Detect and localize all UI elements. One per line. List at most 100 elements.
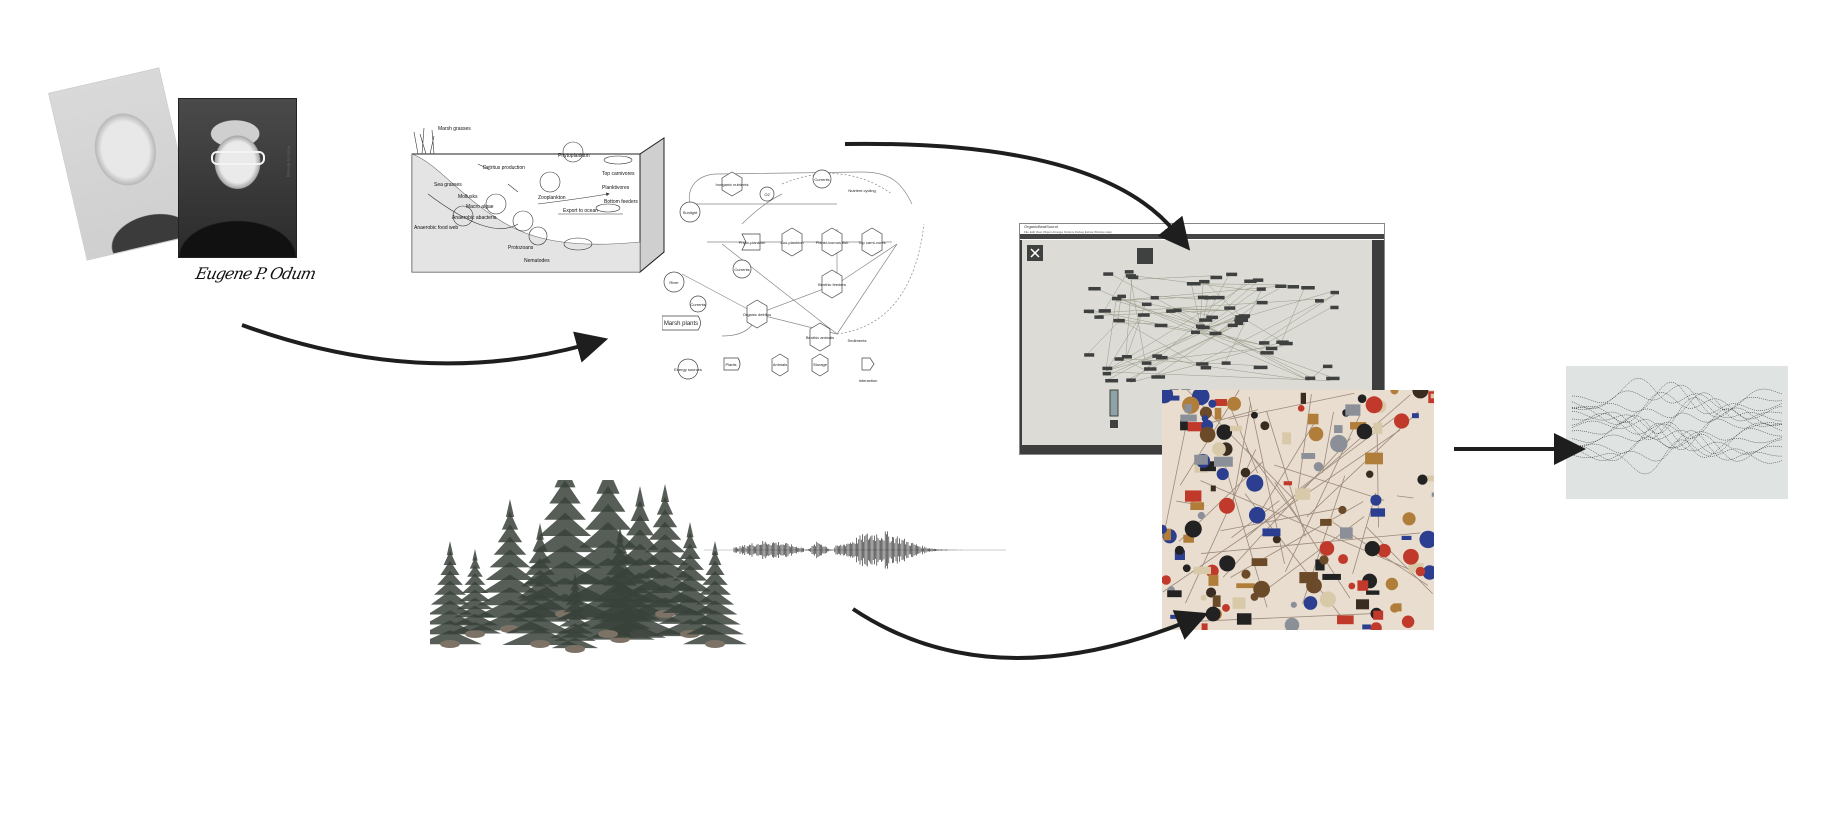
annotation: Sediments (848, 338, 867, 343)
component (1415, 566, 1426, 577)
tree-branch (464, 573, 486, 585)
circuit-board-photo (1162, 390, 1434, 630)
trace (1296, 393, 1312, 497)
patch-object (1186, 281, 1201, 286)
menu-item[interactable]: Object (1043, 230, 1052, 234)
wave-line (1571, 418, 1783, 451)
component (1236, 583, 1255, 589)
patch-cord (1204, 365, 1310, 381)
trace (1200, 532, 1421, 554)
patch-object (1301, 286, 1315, 290)
wave-line (1571, 421, 1783, 458)
component (1385, 577, 1399, 591)
patch-cord (1106, 314, 1240, 371)
tree-branch (544, 496, 586, 520)
label: Anaerobic food web (414, 225, 458, 231)
component (1319, 555, 1329, 565)
label: Protozoans (508, 245, 534, 251)
component (1338, 505, 1347, 515)
wave-line (1571, 430, 1782, 462)
component (1297, 404, 1305, 412)
label: Macro algae (466, 204, 494, 210)
patch-cord (1088, 322, 1118, 354)
component (1339, 527, 1353, 539)
patch-object (1238, 314, 1251, 318)
node-label: River (669, 280, 679, 285)
menu-item[interactable]: Edit (1029, 230, 1035, 234)
patch-cord (1280, 285, 1306, 345)
component (1357, 394, 1367, 404)
component (1290, 601, 1297, 608)
trace (1245, 448, 1305, 527)
patch-cord (1213, 335, 1331, 377)
menu-item[interactable]: Help (1105, 230, 1112, 234)
tree-branch (505, 499, 515, 517)
patch-cord (1130, 318, 1204, 383)
tree-branch (711, 541, 719, 556)
menu-item[interactable]: File (1024, 230, 1029, 234)
patch-object (1102, 366, 1113, 371)
label: Mollusks (458, 194, 478, 200)
tree-branch (451, 613, 499, 626)
tree-branch (689, 610, 741, 625)
wave-line (1571, 407, 1783, 440)
patch-cord (1106, 371, 1331, 381)
component (1345, 404, 1361, 416)
patch-object (1114, 357, 1124, 361)
menu-item[interactable]: Extras (1084, 230, 1094, 234)
component (1403, 548, 1419, 565)
trace (1228, 392, 1355, 420)
patch-object (1234, 321, 1244, 326)
wave-line (1571, 377, 1783, 411)
trace (1227, 402, 1259, 474)
component (1319, 591, 1336, 608)
label: Bottom feeders (604, 199, 638, 205)
patch-object (1315, 299, 1324, 303)
patch-cord (1102, 269, 1130, 314)
menu-item[interactable]: View (1035, 230, 1043, 234)
tree-branch (679, 543, 701, 560)
component (1402, 512, 1416, 526)
component (1214, 407, 1222, 420)
wave-line (1571, 397, 1783, 434)
left-sidebar[interactable] (1020, 240, 1022, 445)
menu-item[interactable]: Debug (1075, 230, 1084, 234)
menu-item[interactable]: Window (1094, 230, 1105, 234)
node-label: Currents (734, 267, 749, 272)
tree-branch (590, 486, 626, 512)
component (1303, 596, 1318, 610)
trace (1306, 411, 1419, 518)
component (1430, 393, 1434, 399)
tree-branch (660, 484, 670, 502)
menu-item[interactable]: Arrange (1052, 230, 1064, 234)
patch-object (1209, 331, 1222, 336)
patch-cord (1106, 313, 1243, 377)
patch-object (1206, 315, 1218, 320)
patch-object (1083, 309, 1095, 314)
patch-object (1256, 287, 1266, 291)
tree-base (598, 630, 618, 638)
patch-cord (1092, 286, 1310, 381)
tree-base (565, 645, 585, 653)
patch-cord (1190, 281, 1202, 330)
tree-branch (644, 534, 686, 553)
component (1366, 590, 1380, 595)
tree-branch (626, 514, 654, 536)
patch-cord (1125, 279, 1133, 356)
patch-cord (1115, 296, 1214, 336)
patch-toolbar[interactable] (1020, 234, 1384, 239)
component (1197, 511, 1205, 520)
component (1201, 623, 1208, 630)
patch-object (1117, 294, 1126, 299)
tree-branch (686, 522, 694, 538)
component (1180, 414, 1197, 422)
component (1401, 615, 1415, 629)
component (1200, 594, 1207, 601)
menu-item[interactable]: Options (1063, 230, 1075, 234)
patch-cord (1117, 322, 1159, 324)
tree-branch (434, 580, 466, 595)
component (1162, 575, 1171, 585)
patch-cord (1125, 302, 1147, 360)
component (1334, 425, 1343, 434)
component (1377, 543, 1391, 558)
